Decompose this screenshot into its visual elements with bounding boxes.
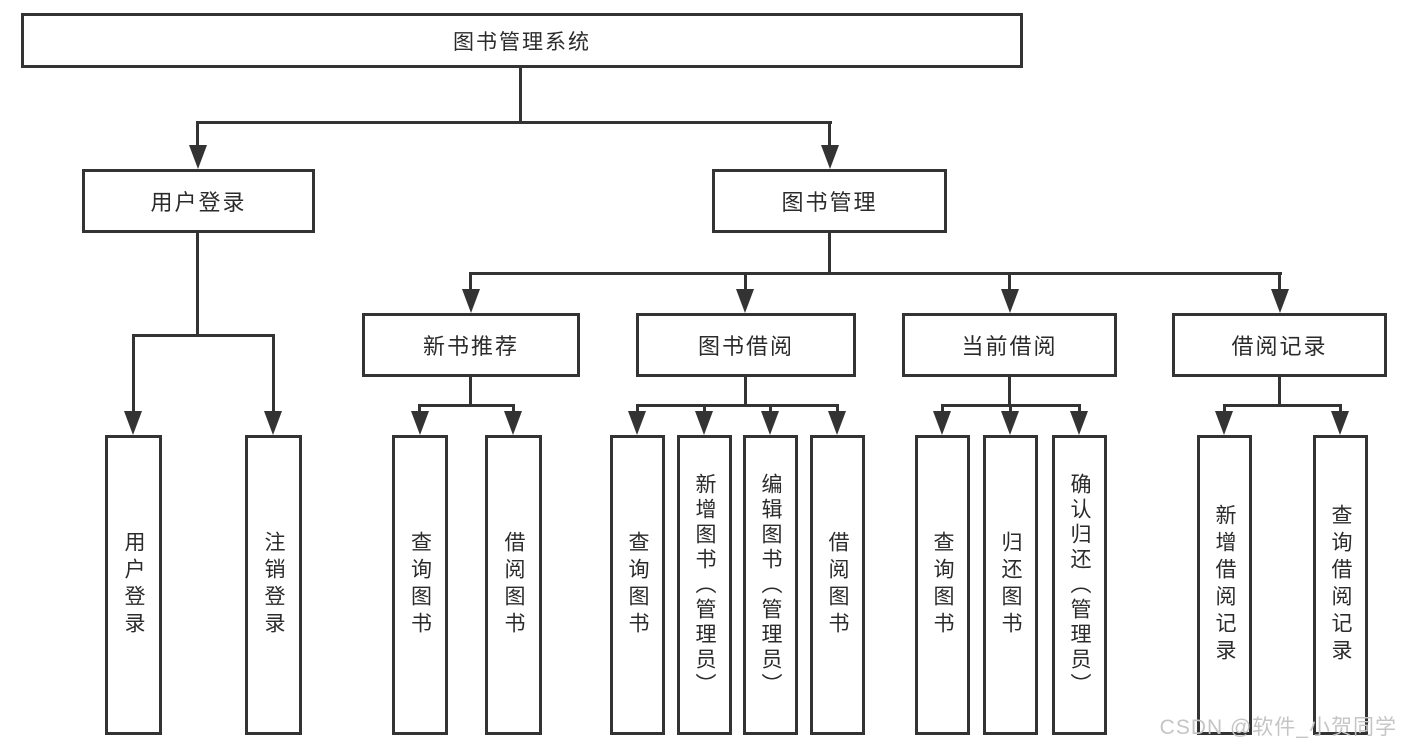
leaf-label: 查询图书	[626, 531, 649, 639]
arrowhead-down-icon	[828, 411, 846, 435]
leaf-label: 归还图书	[999, 531, 1022, 639]
arrowhead-down-icon	[411, 411, 429, 435]
node-leaf-add-book: 新增图书（管理员）	[677, 435, 732, 735]
leaf-label: 借阅图书	[826, 531, 849, 639]
arrowhead-down-icon	[821, 145, 839, 169]
arrowhead-down-icon	[628, 411, 646, 435]
connector-line	[469, 377, 472, 407]
leaf-label: 新增借阅记录	[1213, 504, 1236, 666]
connector-line	[1339, 404, 1342, 417]
arrowhead-down-icon	[462, 289, 480, 313]
leaf-label: 查询图书	[931, 531, 954, 639]
connector-line	[636, 404, 839, 407]
node-borrowing-records: 借阅记录	[1172, 313, 1387, 377]
connector-line	[469, 272, 1282, 275]
leaf-label: 编辑图书（管理员）	[759, 472, 782, 698]
leaf-label: 新增图书（管理员）	[693, 472, 716, 698]
arrowhead-down-icon	[933, 411, 951, 435]
connector-line	[519, 68, 522, 124]
connector-line	[272, 334, 275, 414]
connector-line	[1223, 404, 1226, 417]
connector-line	[512, 404, 515, 417]
leaf-label: 查询图书	[408, 531, 432, 639]
connector-line	[1278, 377, 1281, 407]
node-leaf-borrow-book-1: 借阅图书	[485, 435, 542, 735]
connector-line	[418, 404, 421, 417]
arrowhead-down-icon	[1271, 289, 1289, 313]
node-leaf-edit-book: 编辑图书（管理员）	[743, 435, 798, 735]
connector-line	[1008, 272, 1011, 292]
connector-line	[1223, 404, 1342, 407]
arrowhead-down-icon	[695, 411, 713, 435]
connector-line	[469, 272, 472, 292]
connector-line	[744, 377, 747, 407]
node-root: 图书管理系统	[21, 13, 1023, 68]
connector-line	[941, 404, 944, 417]
connector-line	[1278, 272, 1281, 292]
leaf-label: 注销登录	[262, 531, 285, 639]
csdn-watermark: CSDN @软件_小贺同学	[1159, 716, 1397, 739]
leaf-label: 查询借阅记录	[1329, 504, 1352, 666]
node-leaf-borrow-book-2: 借阅图书	[810, 435, 865, 735]
connector-line	[196, 121, 199, 148]
node-leaf-add-borrow-record: 新增借阅记录	[1197, 435, 1252, 735]
connector-line	[828, 121, 831, 148]
leaf-label: 借阅图书	[502, 531, 525, 639]
arrowhead-down-icon	[736, 289, 754, 313]
arrowhead-down-icon	[761, 411, 779, 435]
connector-line	[1009, 404, 1012, 417]
node-book-management: 图书管理	[712, 169, 947, 233]
connector-line	[836, 404, 839, 417]
arrowhead-down-icon	[1070, 411, 1088, 435]
connector-line	[418, 404, 515, 407]
arrowhead-down-icon	[124, 411, 142, 435]
leaf-label: 确认归还（管理员）	[1068, 472, 1091, 698]
arrowhead-down-icon	[504, 411, 522, 435]
arrowhead-down-icon	[189, 145, 207, 169]
leaf-label: 用户登录	[122, 531, 145, 639]
connector-line	[828, 233, 831, 275]
arrowhead-down-icon	[264, 411, 282, 435]
connector-line	[132, 334, 275, 337]
connector-line	[703, 404, 706, 417]
node-leaf-user-login: 用户登录	[105, 435, 162, 735]
node-user-login: 用户登录	[82, 169, 315, 233]
connector-line	[1008, 377, 1011, 407]
arrowhead-down-icon	[1001, 289, 1019, 313]
connector-line	[744, 272, 747, 292]
node-book-borrowing: 图书借阅	[636, 313, 856, 377]
node-current-borrowing: 当前借阅	[902, 313, 1117, 377]
node-new-book-recommend: 新书推荐	[362, 313, 580, 377]
connector-line	[636, 404, 639, 417]
node-leaf-query-borrow-record: 查询借阅记录	[1313, 435, 1368, 735]
arrowhead-down-icon	[1331, 411, 1349, 435]
node-leaf-logout: 注销登录	[245, 435, 302, 735]
connector-line	[196, 233, 199, 336]
arrowhead-down-icon	[1001, 411, 1019, 435]
node-leaf-return-book: 归还图书	[983, 435, 1038, 735]
connector-line	[132, 334, 135, 414]
connector-line	[769, 404, 772, 417]
node-leaf-query-book-1: 查询图书	[392, 435, 448, 735]
arrowhead-down-icon	[1215, 411, 1233, 435]
connector-line	[1078, 404, 1081, 417]
connector-line	[196, 121, 832, 124]
node-leaf-query-book-2: 查询图书	[610, 435, 665, 735]
node-leaf-confirm-return: 确认归还（管理员）	[1052, 435, 1107, 735]
node-leaf-query-book-3: 查询图书	[915, 435, 970, 735]
